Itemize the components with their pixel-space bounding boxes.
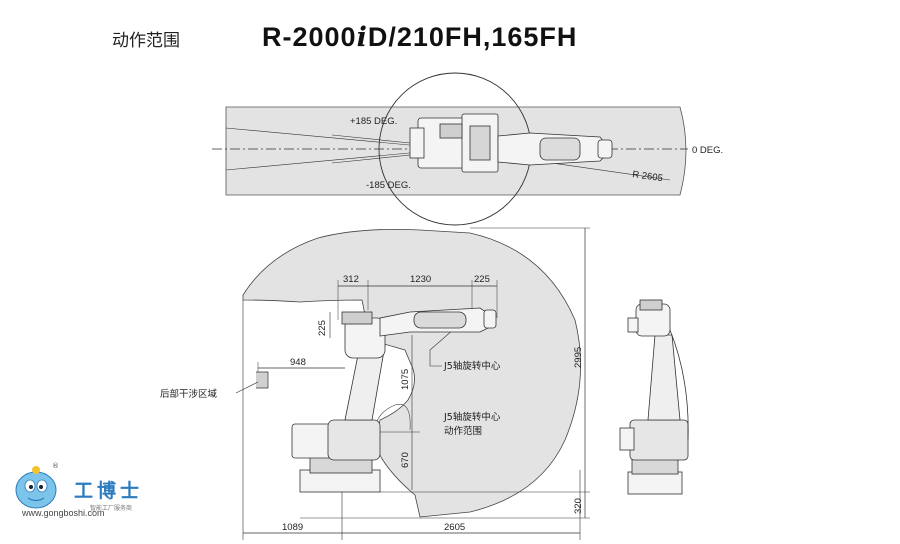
dim-1230: 1230	[410, 274, 431, 285]
section-label: 动作范围	[112, 31, 180, 51]
dim-2605: 2605	[444, 522, 465, 533]
dim-1089: 1089	[282, 522, 303, 533]
dim-1075: 1075	[400, 369, 411, 390]
logo-registered-mark: ®	[52, 462, 59, 470]
top-radius: R 2605	[632, 169, 664, 184]
dim-225-left: 225	[317, 320, 328, 336]
top-cone-upper2	[331, 134, 421, 145]
side-view: 312 1230 225 225 948 1075 670 2995 320 1…	[160, 227, 590, 540]
logo: 工博士 ® 智能工厂服务商 www.gongboshi.com	[8, 462, 148, 532]
top-zero-angle: 0 DEG.	[692, 145, 723, 156]
model-suffix: D/210FH,165FH	[367, 22, 578, 52]
label-j5-range-2: 动作范围	[444, 425, 482, 437]
dim-225-top: 225	[474, 274, 490, 285]
logo-name: 工博士	[74, 480, 144, 502]
side-range-shape	[242, 228, 581, 518]
top-cone-upper	[225, 127, 421, 147]
top-plus-angle: +185 DEG.	[350, 116, 397, 127]
front-view	[619, 299, 689, 495]
label-j5-range-1: J5轴旋转中心	[443, 411, 501, 423]
model-italic: i	[356, 22, 368, 53]
top-cone-lower	[225, 151, 421, 171]
dim-312: 312	[343, 274, 359, 285]
label-rear-interference: 后部干涉区域	[160, 388, 218, 400]
dim-670: 670	[400, 452, 411, 468]
dim-948: 948	[290, 357, 306, 368]
top-robot	[409, 113, 613, 173]
model-title: R-2000iD/210FH,165FH	[262, 22, 577, 53]
dim-320: 320	[573, 498, 584, 514]
top-minus-angle: -185 DEG.	[366, 180, 411, 191]
j5-leader	[429, 321, 463, 367]
model-prefix: R-2000	[262, 22, 357, 52]
side-robot	[291, 307, 497, 493]
mascot-icon	[15, 466, 57, 509]
dim-2995: 2995	[573, 347, 584, 368]
logo-url: www.gongboshi.com	[22, 508, 105, 518]
logo-sub: 智能工厂服务商	[90, 505, 133, 512]
top-view: +185 DEG. -185 DEG. 0 DEG. R 2605	[212, 72, 723, 226]
top-cone-lower2	[331, 153, 421, 164]
label-j5-center: J5轴旋转中心	[443, 360, 501, 372]
rear-interference-bracket	[256, 371, 269, 389]
